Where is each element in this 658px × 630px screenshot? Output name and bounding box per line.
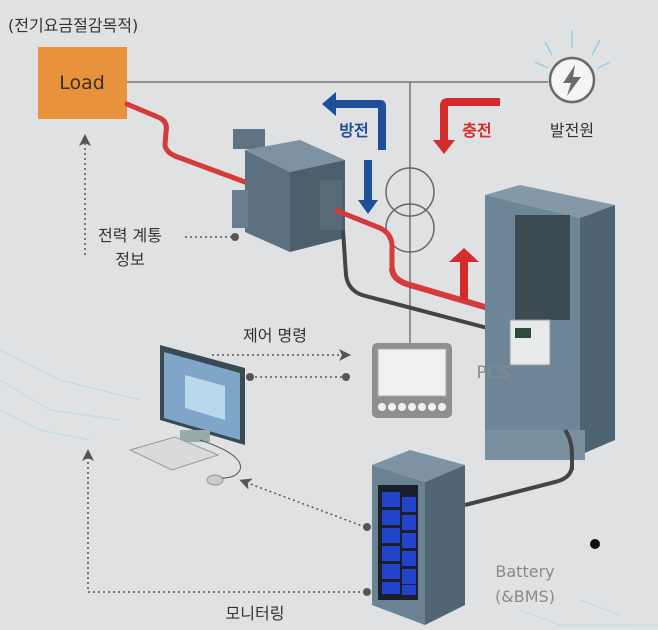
monitoring-label: 모니터링 (225, 604, 285, 623)
battery-rack-icon[interactable] (372, 450, 465, 625)
load-cable (124, 101, 248, 185)
pcs-red-cable (389, 267, 496, 313)
monitor-icon[interactable] (160, 345, 245, 445)
generator-label: 발전원 (549, 121, 595, 140)
discharge-arrow (322, 92, 386, 150)
load-box (38, 47, 127, 119)
control-label: 제어 명령 (243, 326, 307, 345)
keyboard-icon[interactable] (128, 436, 220, 471)
transformer-pcs-cable (341, 229, 496, 332)
pcs-label: PCS (476, 363, 510, 383)
grid-info-label-2: 정보 (115, 250, 145, 269)
pcs-battery-cable (464, 464, 574, 507)
transformer-symbol-icon (385, 167, 435, 253)
discharge-down-arrow (358, 160, 378, 214)
discharge-label: 방전 (339, 121, 369, 140)
load-label: Load (59, 72, 105, 94)
charge-arrow (433, 98, 500, 154)
battery-label: Battery (495, 562, 555, 581)
charge-label: 충전 (462, 121, 492, 140)
bms-label: (&BMS) (495, 587, 555, 606)
charge-up-arrow (449, 248, 479, 300)
mouse-cable (199, 439, 241, 479)
transformer-icon (232, 129, 345, 252)
grid-info-label-1: 전력 계통 (98, 226, 162, 245)
pcs-cabinet-icon[interactable] (485, 185, 615, 470)
monitoring-arrow (239, 478, 366, 528)
meter-icon[interactable] (372, 343, 452, 418)
monitoring-line (82, 449, 365, 593)
transformer-red-cable (334, 207, 395, 268)
purpose-label: (전기요금절감목적) (8, 16, 139, 35)
circuit-decoration (0, 349, 658, 626)
lightning-icon (534, 30, 611, 104)
mouse-icon[interactable] (206, 474, 224, 486)
black-dot (590, 539, 600, 549)
